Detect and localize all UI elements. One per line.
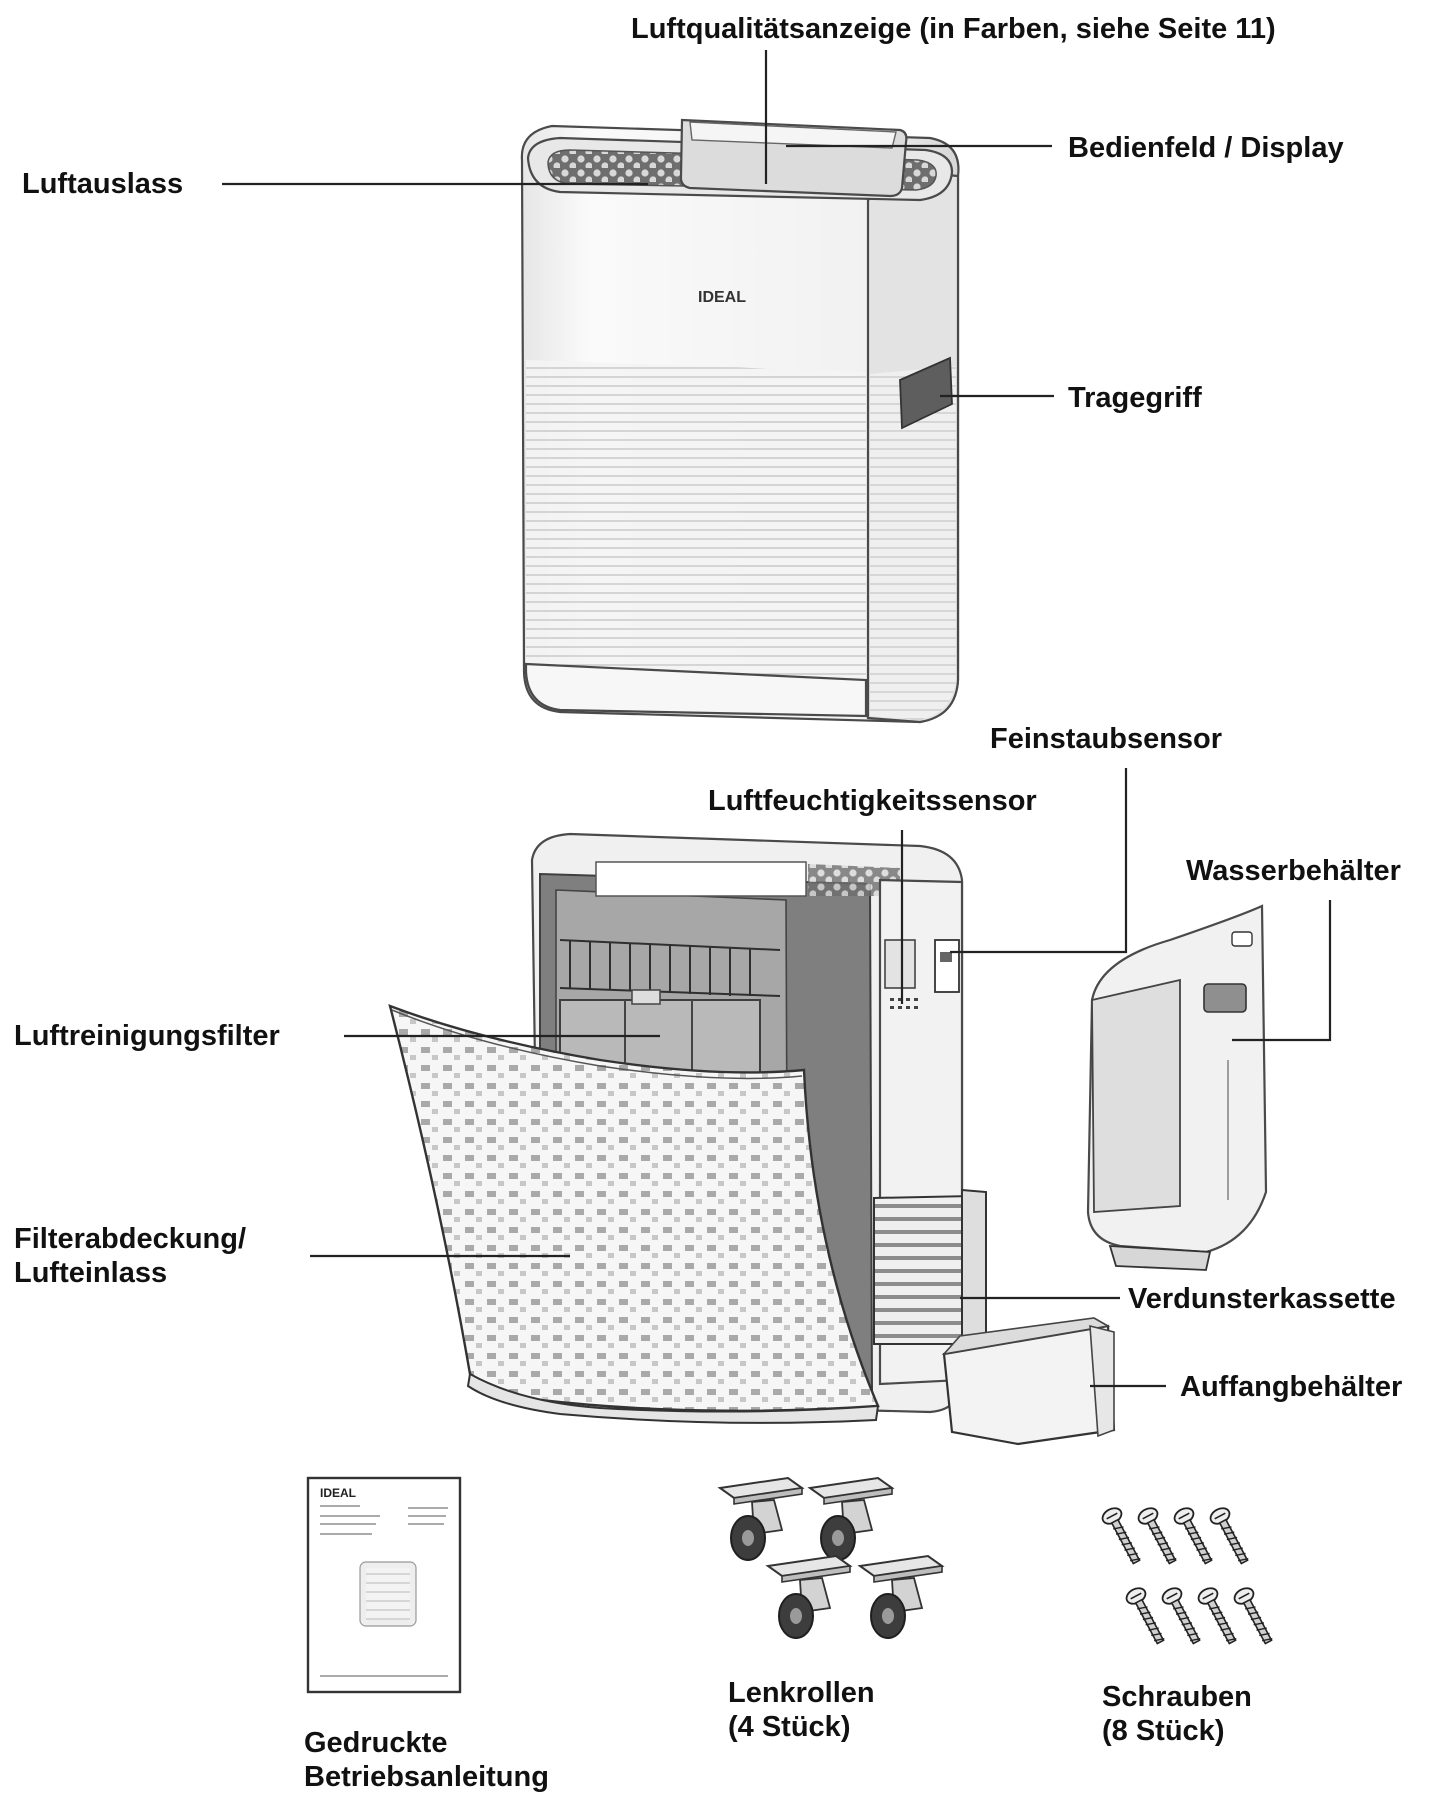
label-air-filter: Luftreinigungsfilter: [14, 1020, 280, 1052]
screw-icon: [1173, 1507, 1213, 1565]
caster-wheel-icon: [717, 1476, 805, 1561]
label-air-outlet: Luftauslass: [22, 168, 184, 200]
purifier-front-illustration: IDEAL: [520, 118, 960, 724]
label-casters: Lenkrollen (4 Stück): [728, 1676, 875, 1744]
screw-icon: [1233, 1587, 1273, 1645]
label-particle-sensor: Feinstaubsensor: [990, 723, 1223, 755]
caster-wheel-icon: [807, 1476, 895, 1561]
label-drip-tray: Auffangbehälter: [1180, 1371, 1403, 1403]
manual-logo: IDEAL: [320, 1486, 356, 1500]
screw-icon: [1161, 1587, 1201, 1645]
label-screws-line1: Schrauben: [1102, 1681, 1252, 1713]
label-control-panel: Bedienfeld / Display: [1068, 132, 1344, 164]
screw-icon: [1101, 1507, 1141, 1565]
label-filter-cover-line2: Lufteinlass: [14, 1257, 168, 1289]
label-carry-handle: Tragegriff: [1068, 382, 1202, 414]
label-filter-cover: Filterabdeckung/ Lufteinlass: [14, 1222, 246, 1290]
label-manual: Gedruckte Betriebsanleitung: [304, 1726, 549, 1794]
casters-group: [717, 1476, 945, 1639]
label-manual-line2: Betriebsanleitung: [304, 1761, 549, 1793]
brand-logo: IDEAL: [698, 289, 746, 306]
label-screws: Schrauben (8 Stück): [1102, 1680, 1252, 1748]
purifier-open-illustration: [388, 832, 1116, 1446]
leader-lines: [222, 50, 1332, 1388]
drip-tray-icon: [941, 1317, 1116, 1446]
caster-wheel-icon: [765, 1554, 853, 1639]
screws-group: [1101, 1507, 1273, 1645]
water-tank-icon: [1086, 904, 1268, 1271]
filter-cover-icon: [388, 1004, 880, 1424]
screw-icon: [1137, 1507, 1177, 1565]
label-evaporator-cassette: Verdunsterkassette: [1128, 1283, 1396, 1315]
leader-particle-sensor: [950, 768, 1128, 954]
evaporator-cassette-icon: [873, 1188, 987, 1348]
label-water-tank: Wasserbehälter: [1186, 855, 1401, 887]
label-air-quality-indicator: Luftqualitätsanzeige (in Farben, siehe S…: [631, 13, 1276, 45]
screw-icon: [1209, 1507, 1249, 1565]
leader-water-tank: [1232, 900, 1332, 1042]
screw-icon: [1197, 1587, 1237, 1645]
label-screws-line2: (8 Stück): [1102, 1715, 1225, 1747]
label-casters-line1: Lenkrollen: [728, 1677, 875, 1709]
label-manual-line1: Gedruckte: [304, 1727, 448, 1759]
manual-booklet-icon: IDEAL: [306, 1476, 462, 1694]
screw-icon: [1125, 1587, 1165, 1645]
label-filter-cover-line1: Filterabdeckung/: [14, 1223, 247, 1255]
label-humidity-sensor: Luftfeuchtigkeitssensor: [708, 785, 1037, 817]
caster-wheel-icon: [857, 1554, 945, 1639]
label-casters-line2: (4 Stück): [728, 1711, 851, 1743]
